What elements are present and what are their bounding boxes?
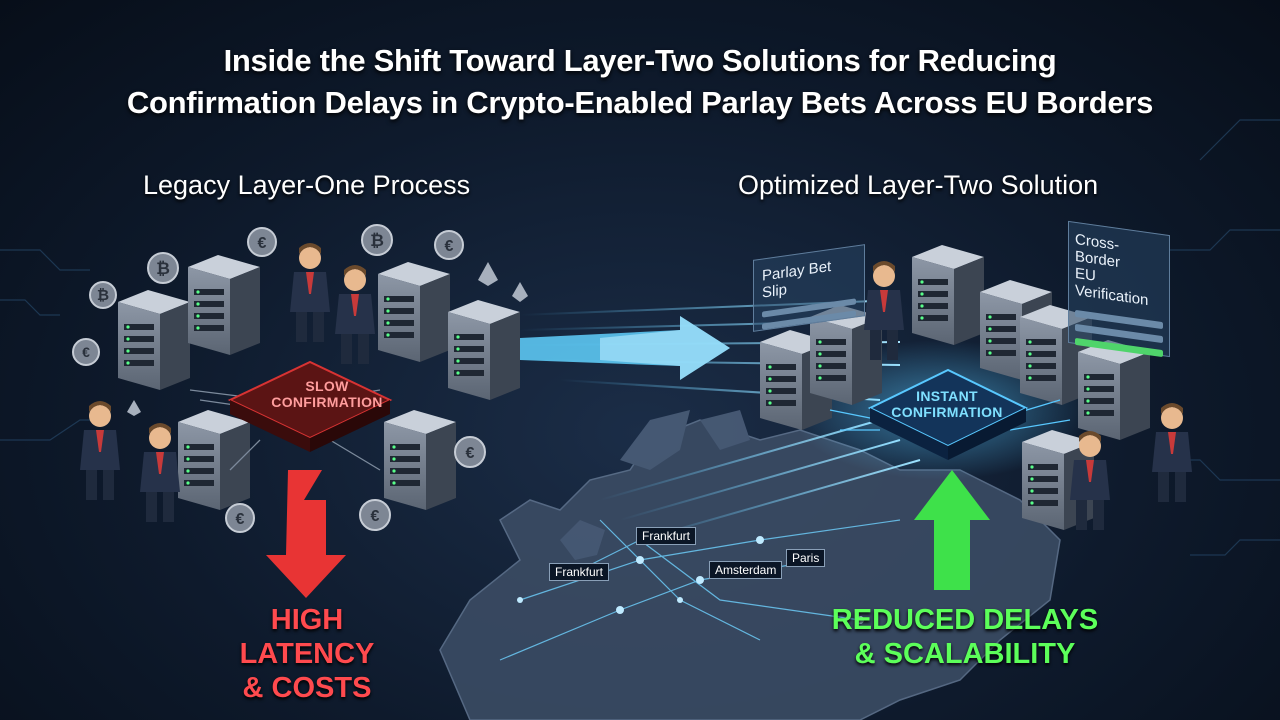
svg-text:€: € (445, 238, 454, 255)
euro-coin-icon: € € € € € € (72, 227, 486, 533)
instant-confirmation-label: INSTANT CONFIRMATION (891, 388, 1003, 420)
svg-text:₿: ₿ (97, 287, 109, 304)
svg-text:€: € (466, 445, 475, 462)
svg-text:₿: ₿ (156, 259, 170, 278)
processor-chip-icon (227, 360, 393, 452)
legacy-cluster: ₿ ₿ ₿ € € € € € € (72, 224, 528, 598)
svg-text:€: € (258, 235, 267, 252)
transition-arrow-icon (520, 316, 730, 380)
latency-arrow-icon (266, 470, 346, 598)
page-title: Inside the Shift Toward Layer-Two Soluti… (0, 40, 1280, 124)
eu-verification-title: Cross-Border EU Verification (1069, 222, 1169, 316)
title-line-1: Inside the Shift Toward Layer-Two Soluti… (223, 43, 1057, 78)
scalability-arrow-icon (914, 470, 990, 590)
svg-text:€: € (236, 511, 245, 528)
high-latency-line-2: & COSTS (242, 672, 372, 704)
eu-verification-panel: Cross-Border EU Verification (1068, 220, 1170, 358)
bitcoin-coin-icon: ₿ ₿ ₿ (89, 224, 393, 309)
city-label-frankfurt: Frankfurt (549, 563, 610, 581)
city-label-frankfurt: Frankfurt (636, 527, 697, 545)
reduced-delays-line-1: REDUCED DELAYS (831, 604, 1099, 636)
reduced-delays-line-2: & SCALABILITY (854, 638, 1076, 670)
city-label-paris: Paris (786, 549, 826, 567)
svg-text:€: € (371, 508, 380, 525)
ethereum-icon (127, 262, 528, 416)
svg-text:₿: ₿ (370, 231, 384, 250)
high-latency-line-1: HIGH LATENCY (239, 604, 375, 670)
processor-chip-icon (867, 368, 1029, 460)
slow-confirmation-label: SLOW CONFIRMATION (271, 378, 383, 410)
city-label-amsterdam: Amsterdam (709, 561, 783, 579)
layer-two-cluster (760, 245, 1192, 590)
svg-text:€: € (82, 344, 90, 360)
title-line-2: Confirmation Delays in Crypto-Enabled Pa… (126, 85, 1154, 120)
legacy-heading: Legacy Layer-One Process (143, 170, 471, 200)
high-latency-callout: HIGH LATENCY & COSTS (200, 603, 414, 705)
reduced-delays-callout: REDUCED DELAYS & SCALABILITY (830, 603, 1100, 671)
layer-two-heading: Optimized Layer-Two Solution (738, 170, 1099, 200)
